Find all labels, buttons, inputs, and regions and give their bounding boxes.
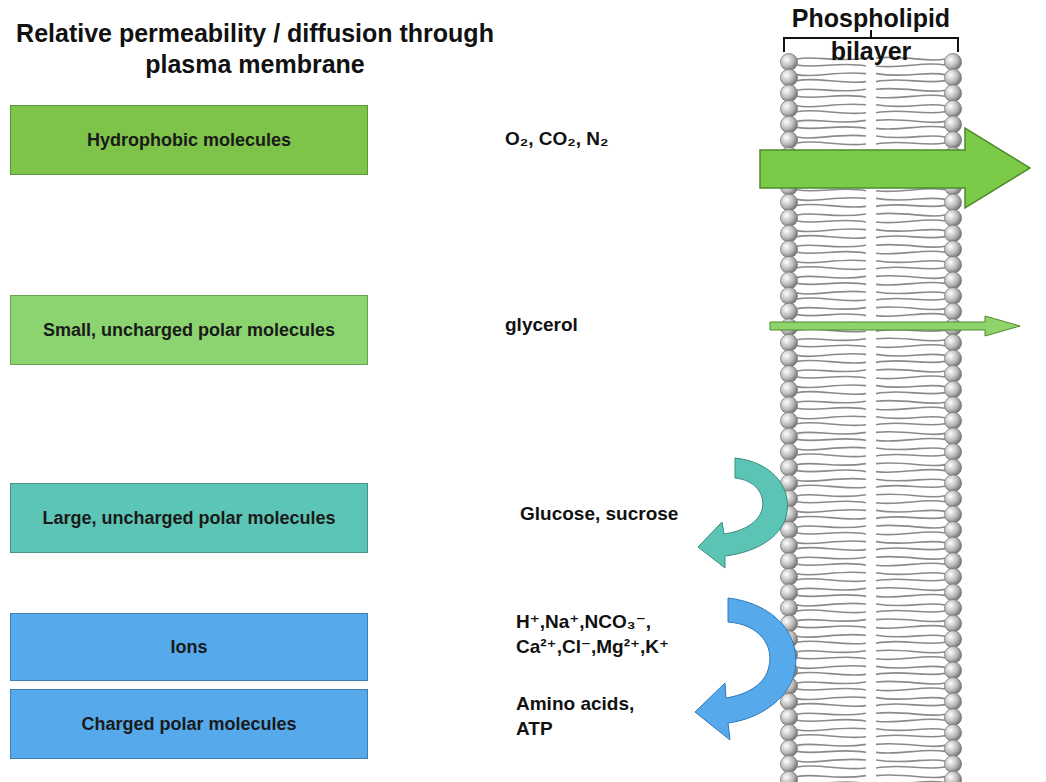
- category-box: Small, uncharged polar molecules: [10, 295, 368, 365]
- ion-bounce-arrow: [695, 598, 796, 740]
- molecule-examples: O₂, CO₂, N₂: [505, 127, 705, 152]
- category-box: Charged polar molecules: [10, 689, 368, 759]
- category-box: Ions: [10, 613, 368, 681]
- glucose-bounce-arrow: [698, 458, 788, 568]
- molecule-examples: Glucose, sucrose: [520, 502, 740, 527]
- diagram-title: Relative permeability / diffusion throug…: [0, 18, 510, 81]
- category-label: Small, uncharged polar molecules: [35, 320, 343, 341]
- category-label: Hydrophobic molecules: [79, 130, 299, 151]
- ion-examples: H⁺,Na⁺,NCO₃⁻, Ca²⁺,Cl⁻,Mg²⁺,K⁺: [516, 610, 711, 659]
- bilayer-label: Phospholipid bilayer: [751, 2, 991, 67]
- category-label: Ions: [162, 637, 215, 658]
- glycerol-arrow: [770, 316, 1020, 336]
- category-box: Large, uncharged polar molecules: [10, 483, 368, 553]
- category-box: Hydrophobic molecules: [10, 105, 368, 175]
- molecule-examples: glycerol: [505, 313, 705, 338]
- molecule-examples: Amino acids, ATP: [516, 692, 656, 741]
- category-label: Large, uncharged polar molecules: [34, 508, 343, 529]
- category-label: Charged polar molecules: [73, 714, 304, 735]
- hydrophobic-arrow: [760, 128, 1030, 208]
